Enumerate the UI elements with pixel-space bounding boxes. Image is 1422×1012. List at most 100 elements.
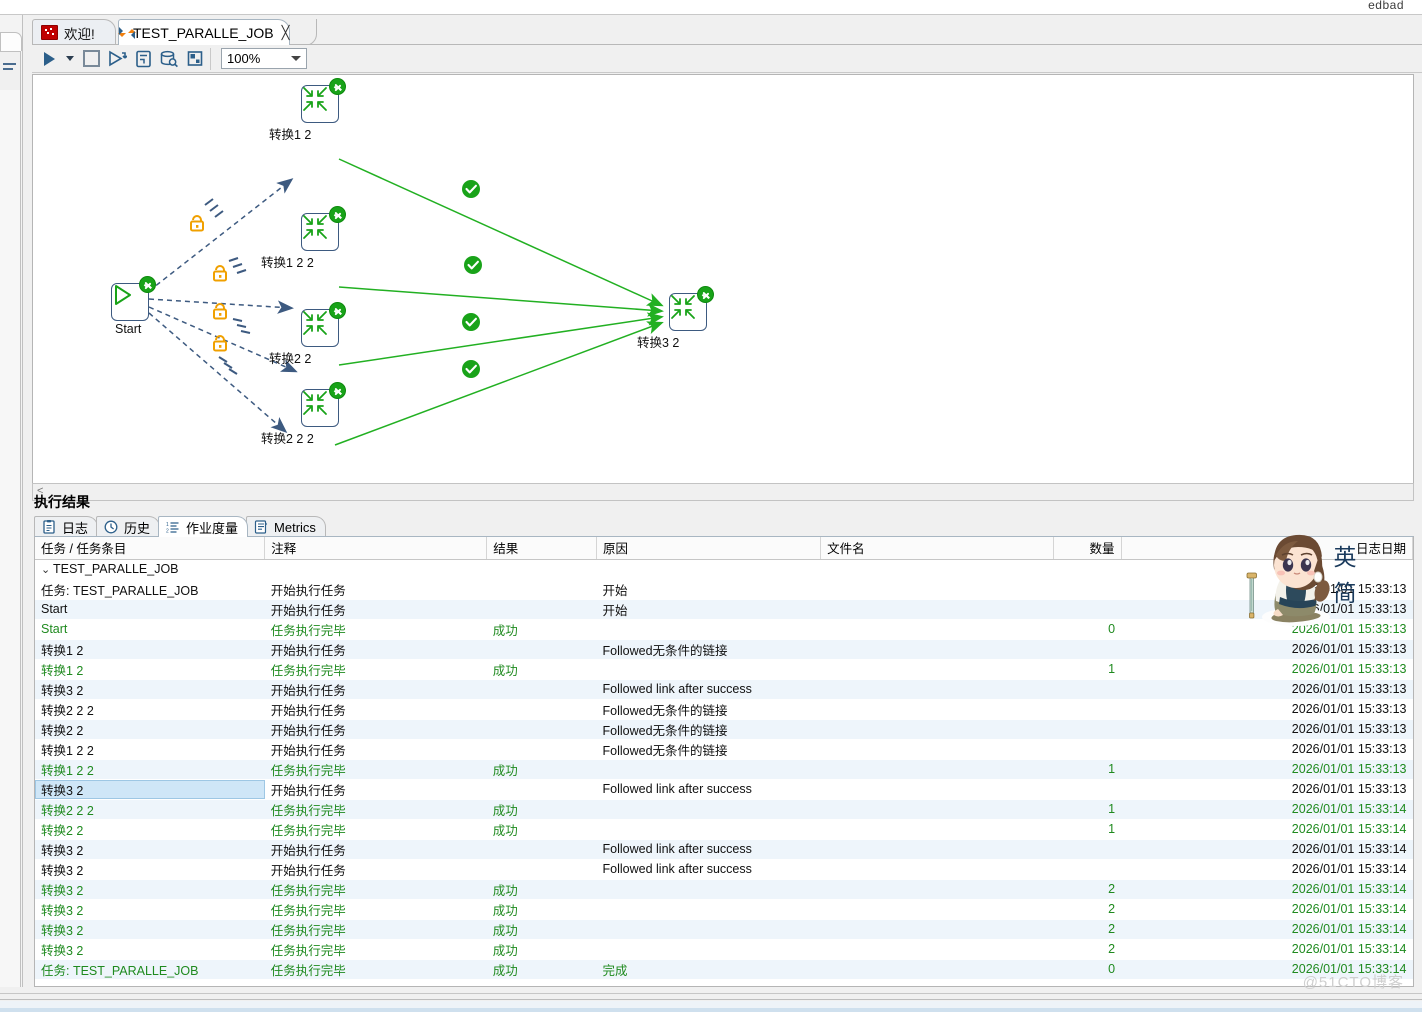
cell-task: ⌄TEST_PARALLE_JOB <box>41 562 179 576</box>
cell-comment: 任务执行完毕 <box>264 879 487 899</box>
cell-task: 转换2 2 <box>41 823 84 838</box>
cell-logdate: 2026/01/01 15:33:13 <box>1291 702 1407 716</box>
cell-result <box>487 859 597 879</box>
canvas-node-t222[interactable] <box>301 382 346 427</box>
cell-result: 成功 <box>486 959 597 979</box>
cell-count: 1 <box>1108 822 1116 836</box>
stop-button[interactable] <box>78 47 104 71</box>
cell-logdate: 2026/01/01 15:33:13 <box>1291 662 1407 676</box>
column-header-result[interactable]: 结果 <box>486 537 598 560</box>
cell-task: 转换3 2 <box>35 919 265 939</box>
svg-text:2: 2 <box>166 528 169 534</box>
canvas-node-start[interactable] <box>111 276 156 321</box>
cell-result <box>486 639 597 659</box>
canvas-connections <box>148 158 664 446</box>
cell-reason: Followed link after success <box>596 839 821 859</box>
cell-task: 转换3 2 <box>35 839 265 859</box>
cell-result: 成功 <box>492 943 518 958</box>
status-success-badge <box>329 78 346 95</box>
column-header-task[interactable]: 任务 / 任务条目 <box>35 537 266 560</box>
preview-button[interactable] <box>104 47 130 71</box>
cell-reason: Followed link after success <box>596 679 821 699</box>
cell-result <box>486 599 597 619</box>
welcome-icon <box>41 25 58 40</box>
zoom-level-value: 100% <box>227 51 261 66</box>
job-canvas[interactable]: Start 转换1 2 <box>32 74 1414 484</box>
canvas-horizontal-scrollbar[interactable]: < <box>32 483 1414 501</box>
lock-icon-group <box>190 215 227 352</box>
db-explorer-button[interactable] <box>156 47 182 71</box>
run-dropdown-button[interactable] <box>62 47 78 71</box>
tab-history[interactable]: 历史 <box>96 516 161 537</box>
status-bar <box>0 987 1422 1012</box>
close-icon[interactable]: ╳ <box>281 24 290 40</box>
job-metrics-table-container[interactable]: 任务 / 任务条目 注释 结果 原因 文件名 数量 日志日期 ⌄TEST_PAR… <box>34 536 1414 987</box>
cell-task: 转换2 2 <box>35 719 265 739</box>
cell-file <box>820 959 1054 979</box>
cell-file <box>821 559 1054 579</box>
column-header-logdate[interactable]: 日志日期 <box>1121 537 1413 560</box>
canvas-node-t122[interactable] <box>301 206 346 251</box>
cell-reason: 完成 <box>596 959 821 979</box>
column-header-comment[interactable]: 注释 <box>264 537 488 560</box>
cell-count <box>1054 739 1121 759</box>
table-row[interactable]: ⌄TEST_PARALLE_JOB <box>35 559 1413 579</box>
canvas-node-t122-label: 转换1 2 2 <box>261 256 314 270</box>
canvas-node-t22[interactable] <box>301 302 346 347</box>
cell-logdate: 2026/01/01 15:33:13 <box>1291 782 1407 796</box>
tab-metrics[interactable]: Metrics <box>246 516 326 537</box>
link-success-markers <box>462 180 482 378</box>
cell-result <box>486 719 597 739</box>
cell-count: 0 <box>1108 622 1116 636</box>
history-icon <box>104 520 119 535</box>
column-header-reason[interactable]: 原因 <box>596 537 822 560</box>
cell-reason <box>597 939 821 959</box>
left-panel-tab[interactable] <box>0 32 22 51</box>
status-success-badge <box>329 382 346 399</box>
cell-logdate: 2026/01/01 15:33:13 <box>1121 599 1413 619</box>
sql-editor-button[interactable] <box>130 47 156 71</box>
tab-log[interactable]: 日志 <box>34 516 99 537</box>
scroll-left-hint: < <box>37 485 44 497</box>
column-header-count[interactable]: 数量 <box>1053 537 1122 560</box>
job-metrics-table: 任务 / 任务条目 注释 结果 原因 文件名 数量 日志日期 ⌄TEST_PAR… <box>35 537 1413 980</box>
cell-comment: 开始执行任务 <box>270 863 346 878</box>
cell-reason <box>597 819 821 839</box>
debug-run-icon <box>109 50 127 67</box>
cell-task: 转换3 2 <box>35 779 265 799</box>
canvas-node-t12[interactable] <box>301 78 346 123</box>
zoom-level-select[interactable]: 100% <box>221 48 307 69</box>
grid-view-button[interactable] <box>182 47 208 71</box>
run-button[interactable] <box>36 47 62 71</box>
tab-welcome[interactable]: 欢迎! <box>32 19 116 45</box>
status-bar-ghost-text <box>190 1001 193 1004</box>
cell-logdate: 2026/01/01 15:33:13 <box>1121 679 1413 699</box>
canvas-node-t32[interactable] <box>669 286 714 331</box>
column-header-file[interactable]: 文件名 <box>820 537 1055 560</box>
cell-comment: 任务执行完毕 <box>270 623 346 638</box>
tab-test-paralle-job[interactable]: TEST_PARALLE_JOB ╳ <box>118 19 290 45</box>
row-expander-icon[interactable]: ⌄ <box>41 564 51 576</box>
cell-logdate: 2026/01/01 15:33:14 <box>1121 799 1413 819</box>
